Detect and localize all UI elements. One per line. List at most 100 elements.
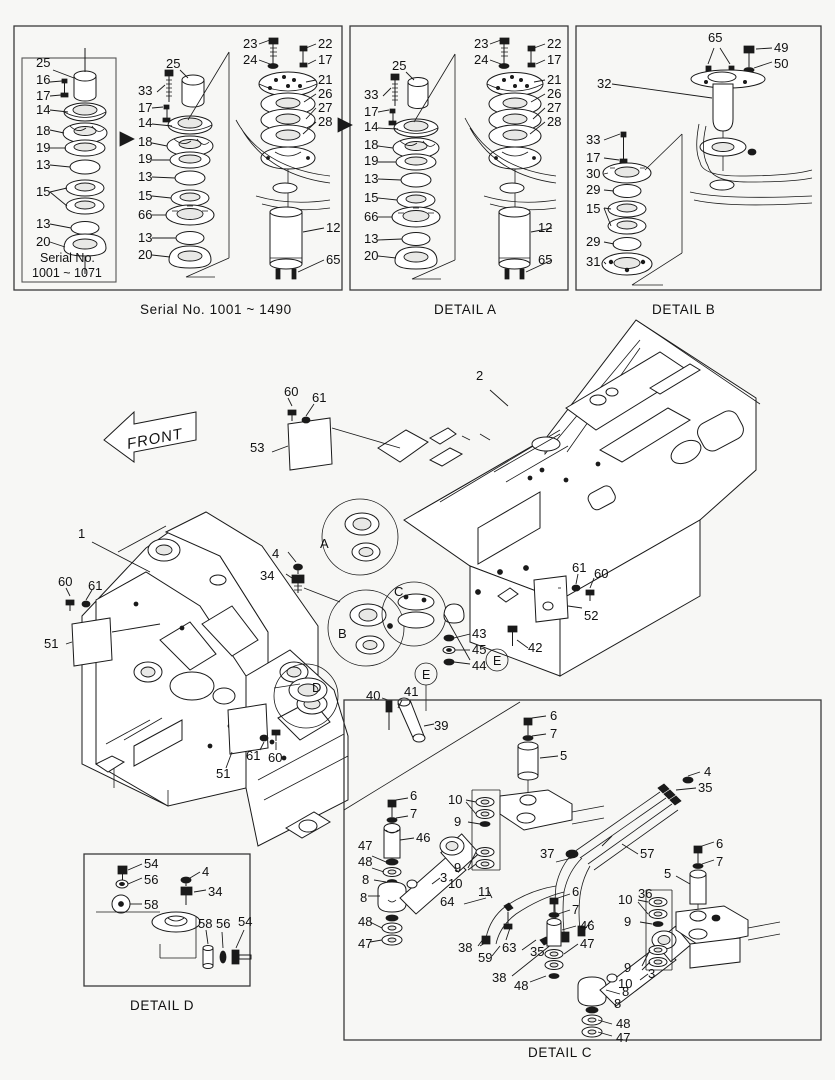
callout-15b: 15 [138,188,152,203]
callout-15: 15 [36,184,50,199]
callout-8-c3: 8 [622,984,629,999]
main-leaders-frame [489,389,509,407]
arrow-marker-2 [337,117,353,133]
callout-17b: 17 [138,100,152,115]
detailB-top [689,45,813,206]
rod-39-40-41 [385,697,426,743]
callout-3-c2: 3 [648,966,655,981]
detailB-top-leaders [611,47,773,99]
bolt-42 [507,625,529,649]
section-label-B: B [338,626,347,641]
detailC-right-bracket-leaders [675,841,715,885]
callout-61-left: 61 [88,578,102,593]
callout-6-c3: 6 [572,884,579,899]
detailC-washers-left [471,789,501,871]
callout-47-c4: 47 [616,1030,630,1045]
detailA-bracket [411,53,456,280]
callout-31: 31 [586,254,600,269]
callout-60-top: 60 [284,384,298,399]
rear-frame-item2 [377,319,761,677]
callout-12: 12 [326,220,340,235]
callout-54-d2: 54 [238,914,252,929]
callout-29-b: 29 [586,234,600,249]
section-circle-A [321,498,399,576]
callout-51-low: 51 [216,766,230,781]
callout-60-right: 60 [594,566,608,581]
callout-43: 43 [472,626,486,641]
callout-17-a2: 17 [547,52,561,67]
callout-24: 24 [243,52,257,67]
callout-8-c4: 8 [614,996,621,1011]
callout-3-c1: 3 [440,870,447,885]
callout-47-c2: 47 [358,936,372,951]
callout-35-c1: 35 [698,780,712,795]
topleft-mid-stack [162,69,215,269]
callout-7-c1: 7 [550,726,557,741]
panel-detail-d-border [83,853,251,987]
callout-6-c4: 6 [716,836,723,851]
serial-inset-line1: Serial No. [40,251,95,265]
callout-7-c2: 7 [410,806,417,821]
callout-35-c2: 35 [530,944,544,959]
callout-20-a: 20 [364,248,378,263]
callout-14b: 14 [138,115,152,130]
callout-54-d1: 54 [144,856,158,871]
callout-42: 42 [528,640,542,655]
callout-41: 41 [404,684,418,699]
callout-23-a: 23 [474,36,488,51]
leader-51-low [225,751,233,769]
callout-7-c3: 7 [572,902,579,917]
callout-58-d2: 58 [198,916,212,931]
leader-52 [567,605,583,609]
callout-27: 27 [318,100,332,115]
callout-47-c1: 47 [358,838,372,853]
callout-34: 34 [260,568,274,583]
topleft-right-stack [235,37,331,280]
inset-part-stack [60,48,108,274]
callout-53: 53 [250,440,264,455]
callout-16: 16 [36,72,50,87]
callout-5-c1: 5 [560,748,567,763]
detailD-parts [96,865,252,969]
callout-10-c4: 10 [618,976,632,991]
panel-detail-c-border [343,699,822,1041]
detailC-hose-leaders2 [477,937,553,977]
caption-detail-a: DETAIL A [434,302,497,317]
callout-34-d: 34 [208,884,222,899]
callout-49: 49 [774,40,788,55]
section-circle-D [273,663,339,729]
caption-detail-b: DETAIL B [652,302,715,317]
caption-detail-c: DETAIL C [528,1045,592,1060]
hardware-60-61-low [259,729,281,751]
callout-36-c: 36 [638,886,652,901]
callout-48-c2: 48 [358,914,372,929]
detailA-right-leaders [489,39,553,273]
panel-top-left-border [13,25,343,291]
detailA-left-stack [388,73,441,270]
callout-65-b: 65 [708,30,722,45]
detailC-washers-right-leaders [637,899,653,971]
callout-13b: 13 [36,216,50,231]
leader-1 [91,541,151,573]
leader-4-34 [285,551,297,579]
callout-65: 65 [326,252,340,267]
callout-38-c1: 38 [458,940,472,955]
callout-57-c: 57 [640,846,654,861]
callout-47-c3: 47 [580,936,594,951]
callout-37-c: 37 [540,846,554,861]
callout-56-d1: 56 [144,872,158,887]
detailC-top-leaders [531,715,559,759]
callout-52: 52 [584,608,598,623]
callout-27-a: 27 [547,100,561,115]
topleft-bracket [185,51,230,278]
callout-10-c1: 10 [448,792,462,807]
callout-48-c1: 48 [358,854,372,869]
callout-13-a: 13 [364,171,378,186]
callout-65-a: 65 [538,252,552,267]
detailA-left-leaders [377,71,415,259]
callout-18-a: 18 [364,137,378,152]
detailB-bracket [631,133,683,286]
callout-12-a: 12 [538,220,552,235]
detailC-corner-cut [343,701,521,811]
